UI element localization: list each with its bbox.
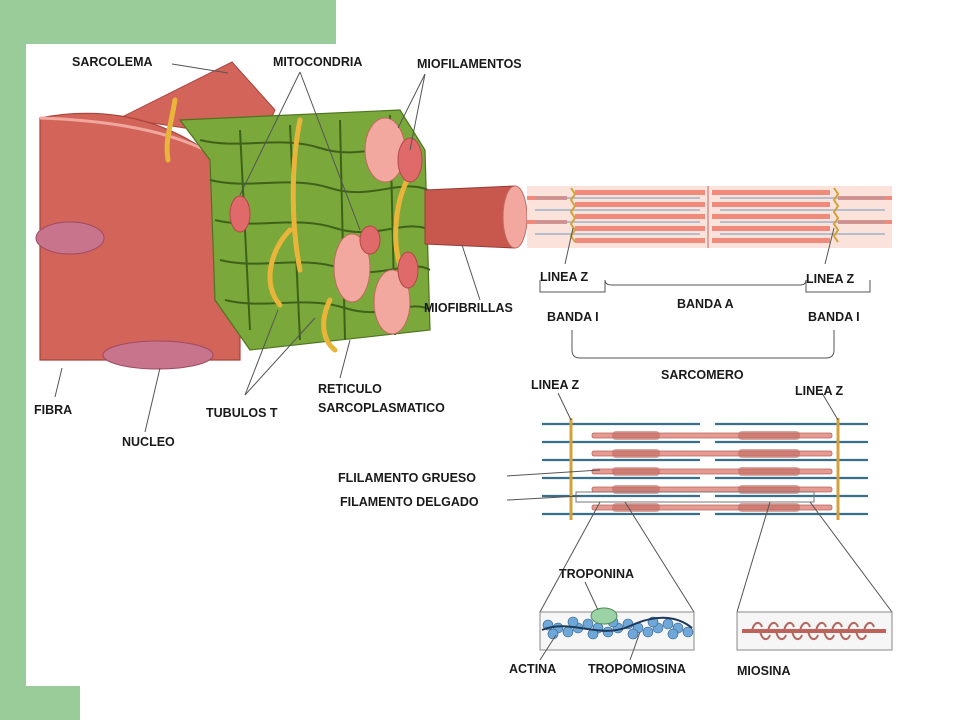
t-tubule-4	[267, 227, 293, 308]
myofibril-end-3	[333, 233, 371, 303]
t-tubule-1	[164, 97, 178, 163]
label-linea-z-right: LINEA Z	[806, 272, 855, 286]
banda-i-right-bracket	[805, 280, 871, 293]
detail-myosin-heads	[612, 431, 800, 512]
myofibril-end-4	[373, 269, 411, 335]
z-line-left	[569, 187, 577, 243]
myofibril-end-2	[397, 137, 423, 183]
actin-inset	[539, 607, 695, 651]
nucleus-bottom	[102, 340, 214, 370]
label-miosina: MIOSINA	[737, 664, 790, 678]
mitochondrion-2	[359, 225, 381, 255]
label-banda-a: BANDA A	[677, 297, 734, 311]
band-brackets	[539, 279, 871, 359]
fiber-cut-edge	[39, 116, 206, 152]
label-linea-z-lower-left: LINEA Z	[531, 378, 580, 392]
label-banda-i-right: BANDA I	[808, 310, 860, 324]
t-tubule-2	[290, 117, 303, 273]
troponin-complex	[590, 607, 618, 625]
t-tubules	[164, 97, 413, 353]
label-filamento-delgado: FILAMENTO DELGADO	[340, 495, 479, 509]
label-tubulos-t: TUBULOS T	[206, 406, 278, 420]
isolated-myofibril-end	[502, 185, 528, 249]
muscle-fiber-illustration	[35, 61, 528, 370]
leader-lines	[54, 63, 839, 661]
myosin-inset	[736, 611, 893, 651]
diagram-labels: SARCOLEMA MITOCONDRIA MIOFILAMENTOS MIOF…	[34, 55, 860, 678]
t-tubule-3	[393, 172, 413, 268]
tropomyosin-strand	[541, 616, 693, 632]
sarcomero-bracket	[571, 330, 835, 359]
label-nucleo: NUCLEO	[122, 435, 175, 449]
label-troponina: TROPONINA	[559, 567, 634, 581]
sarcomere-strip	[527, 186, 892, 248]
label-reticulo-line1: RETICULO	[318, 382, 382, 396]
label-filamento-grueso: FLILAMENTO GRUESO	[338, 471, 476, 485]
label-sarcomero: SARCOMERO	[661, 368, 744, 382]
z-line-right	[832, 187, 840, 243]
label-linea-z-left: LINEA Z	[540, 270, 589, 284]
green-top-band	[0, 0, 336, 44]
t-tubule-5	[321, 297, 338, 353]
myofibril-ends	[229, 117, 423, 335]
banda-a-bracket	[604, 279, 807, 286]
nucleus-left	[35, 221, 105, 255]
highlight-box	[575, 491, 815, 503]
myofibril-end-5	[397, 251, 419, 289]
label-miofibrillas: MIOFIBRILLAS	[424, 301, 513, 315]
green-left-band	[0, 0, 26, 720]
detail-thin-filaments	[542, 422, 868, 516]
label-actina: ACTINA	[509, 662, 556, 676]
myosin-heads	[751, 621, 875, 641]
strip-thin-filaments	[535, 197, 885, 235]
mitochondrion-1	[229, 195, 251, 233]
isolated-myofibril	[424, 185, 516, 249]
label-miofilamentos: MIOFILAMENTOS	[417, 57, 522, 71]
label-tropomiosina: TROPOMIOSINA	[588, 662, 686, 676]
filament-detail	[542, 418, 868, 520]
zoom-lines	[539, 501, 893, 613]
label-banda-i-left: BANDA I	[547, 310, 599, 324]
banda-i-left-bracket	[539, 280, 606, 293]
label-mitocondria: MITOCONDRIA	[273, 55, 362, 69]
green-bottom-block	[0, 686, 80, 720]
label-linea-z-lower-right: LINEA Z	[795, 384, 844, 398]
label-sarcolema: SARCOLEMA	[72, 55, 153, 69]
label-fibra: FIBRA	[34, 403, 72, 417]
label-reticulo-line2: SARCOPLASMATICO	[318, 401, 445, 415]
